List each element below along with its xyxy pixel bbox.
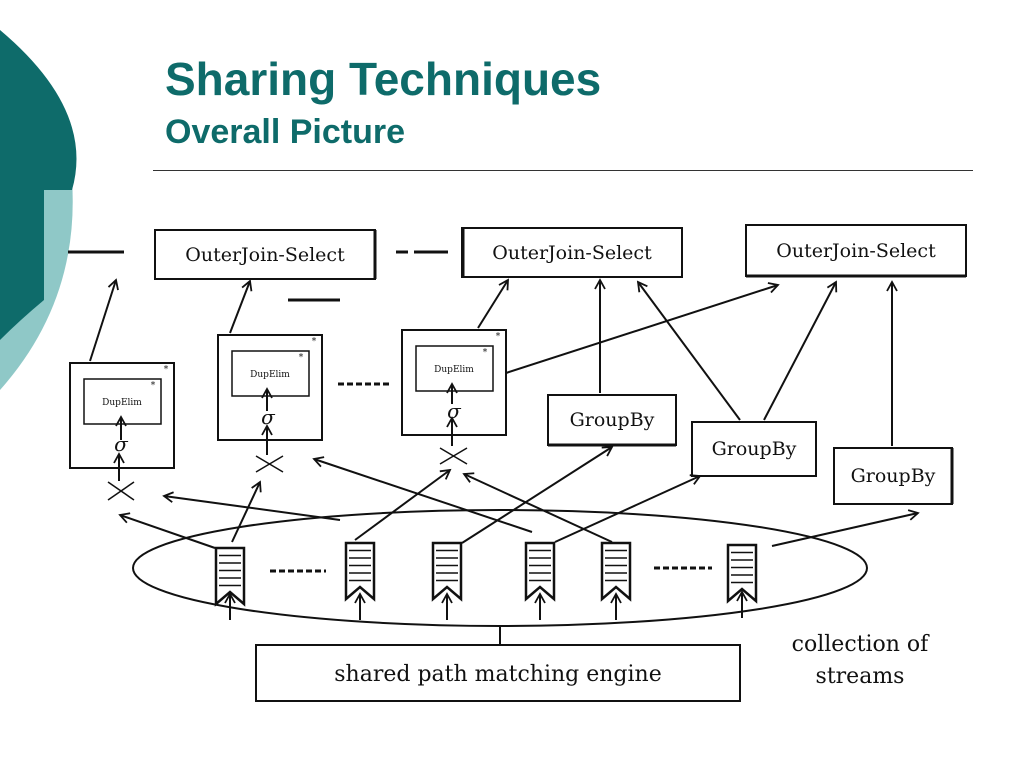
dupelim-module-2: DupElim * * σ bbox=[217, 334, 323, 441]
outerjoin-select-box-2: OuterJoin-Select bbox=[461, 227, 683, 278]
stream-dashes bbox=[270, 566, 712, 573]
join-symbol-3 bbox=[439, 447, 468, 465]
stream-queue-5 bbox=[600, 541, 632, 602]
shared-path-matching-engine-box: shared path matching engine bbox=[255, 644, 741, 702]
slide-decoration bbox=[0, 30, 77, 390]
dupelim-label-3: DupElim bbox=[434, 365, 474, 375]
groupby-box-3: GroupBy bbox=[833, 447, 954, 505]
outerjoin-select-label-1: OuterJoin-Select bbox=[185, 244, 345, 266]
outerjoin-select-label-2: OuterJoin-Select bbox=[492, 242, 652, 264]
groupby-box-2: GroupBy bbox=[691, 421, 817, 477]
engine-label: shared path matching engine bbox=[334, 662, 661, 687]
dupelim-label-2: DupElim bbox=[250, 370, 290, 380]
stream-queue-6 bbox=[726, 543, 758, 604]
dupelim-module-3: DupElim * * σ bbox=[401, 329, 507, 436]
groupby-label-1: GroupBy bbox=[570, 409, 655, 431]
groupby-box-1: GroupBy bbox=[547, 394, 677, 447]
svg-text:*: * bbox=[483, 348, 488, 358]
outerjoin-select-box-3: OuterJoin-Select bbox=[745, 224, 967, 278]
decor-dark-shape bbox=[0, 30, 77, 340]
svg-text:*: * bbox=[496, 332, 501, 342]
stream-arrows bbox=[118, 446, 920, 620]
select-symbol-2: σ bbox=[261, 405, 276, 429]
continuation-dashes bbox=[68, 250, 448, 302]
outerjoin-select-box-1: OuterJoin-Select bbox=[154, 229, 377, 280]
upper-arrows bbox=[89, 278, 898, 481]
dupelim-module-1: DupElim * * σ bbox=[69, 362, 175, 469]
stream-queues bbox=[214, 541, 758, 607]
select-symbol-1: σ bbox=[114, 432, 129, 456]
groupby-label-2: GroupBy bbox=[712, 438, 797, 460]
outerjoin-select-label-3: OuterJoin-Select bbox=[776, 240, 936, 262]
groupby-label-3: GroupBy bbox=[851, 465, 936, 487]
stream-queue-4 bbox=[524, 541, 556, 602]
join-symbol-2 bbox=[255, 455, 284, 473]
stream-queue-1 bbox=[214, 546, 246, 607]
svg-text:*: * bbox=[299, 353, 304, 363]
svg-text:*: * bbox=[151, 381, 156, 391]
streams-label-line1: collection of bbox=[792, 632, 931, 657]
dupelim-label-1: DupElim bbox=[102, 398, 142, 408]
slide-subtitle: Overall Picture bbox=[165, 113, 406, 151]
svg-text:*: * bbox=[312, 337, 317, 347]
slide-title: Sharing Techniques bbox=[165, 53, 602, 105]
join-symbol-1 bbox=[107, 481, 135, 501]
stream-queue-2 bbox=[344, 541, 376, 602]
svg-text:*: * bbox=[164, 365, 169, 375]
streams-label-line2: streams bbox=[816, 664, 905, 689]
join-symbols bbox=[107, 447, 468, 501]
stream-queue-3 bbox=[431, 541, 463, 602]
title-divider bbox=[153, 170, 973, 171]
select-symbol-3: σ bbox=[447, 399, 462, 423]
